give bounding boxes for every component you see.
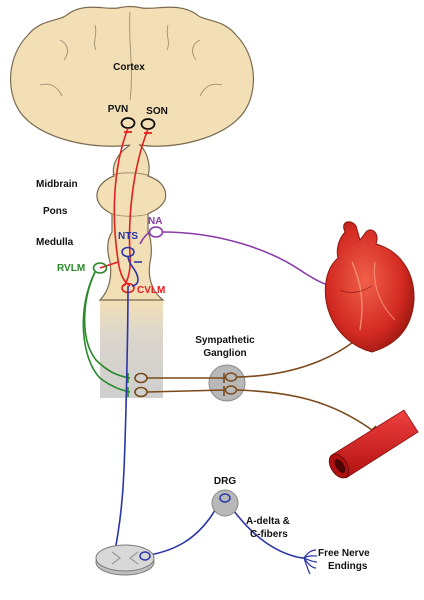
label-cvlm: CVLM	[137, 285, 165, 296]
label-midbrain: Midbrain	[36, 179, 78, 190]
label-na: NA	[148, 216, 162, 227]
red-pathway	[99, 127, 149, 287]
label-cortex: Cortex	[113, 62, 145, 73]
free-nerve-endings-icon	[303, 549, 318, 575]
nts-neuron	[121, 246, 142, 287]
heart-icon	[324, 221, 415, 353]
sympathetic-ganglion	[208, 364, 246, 402]
spinal-cord-section-icon	[95, 544, 155, 576]
label-endings: Endings	[328, 561, 368, 572]
red-synapse-marks	[124, 131, 152, 134]
blood-vessel-icon	[328, 409, 419, 479]
label-adelta: A-delta &	[246, 516, 290, 527]
brown-pathway	[146, 324, 373, 431]
spinal-cord	[100, 300, 163, 398]
label-pvn: PVN	[108, 104, 129, 115]
purple-pathway	[161, 231, 333, 287]
green-pathway	[82, 271, 131, 393]
label-drg: DRG	[214, 476, 236, 487]
label-pons: Pons	[43, 206, 68, 217]
rvlm-neuron	[92, 262, 108, 274]
labels: Cortex PVN SON Midbrain Pons Medulla NTS…	[36, 62, 370, 572]
label-cfibers: C-fibers	[250, 529, 288, 540]
label-nts: NTS	[118, 231, 138, 242]
label-free: Free Nerve	[318, 548, 370, 559]
label-rvlm: RVLM	[57, 263, 85, 274]
drg-ganglion	[211, 489, 239, 517]
brain-diagram	[9, 5, 255, 301]
label-medulla: Medulla	[36, 237, 74, 248]
label-son: SON	[146, 106, 168, 117]
label-sympathetic: Sympathetic	[195, 335, 255, 346]
label-ganglion: Ganglion	[203, 348, 246, 359]
